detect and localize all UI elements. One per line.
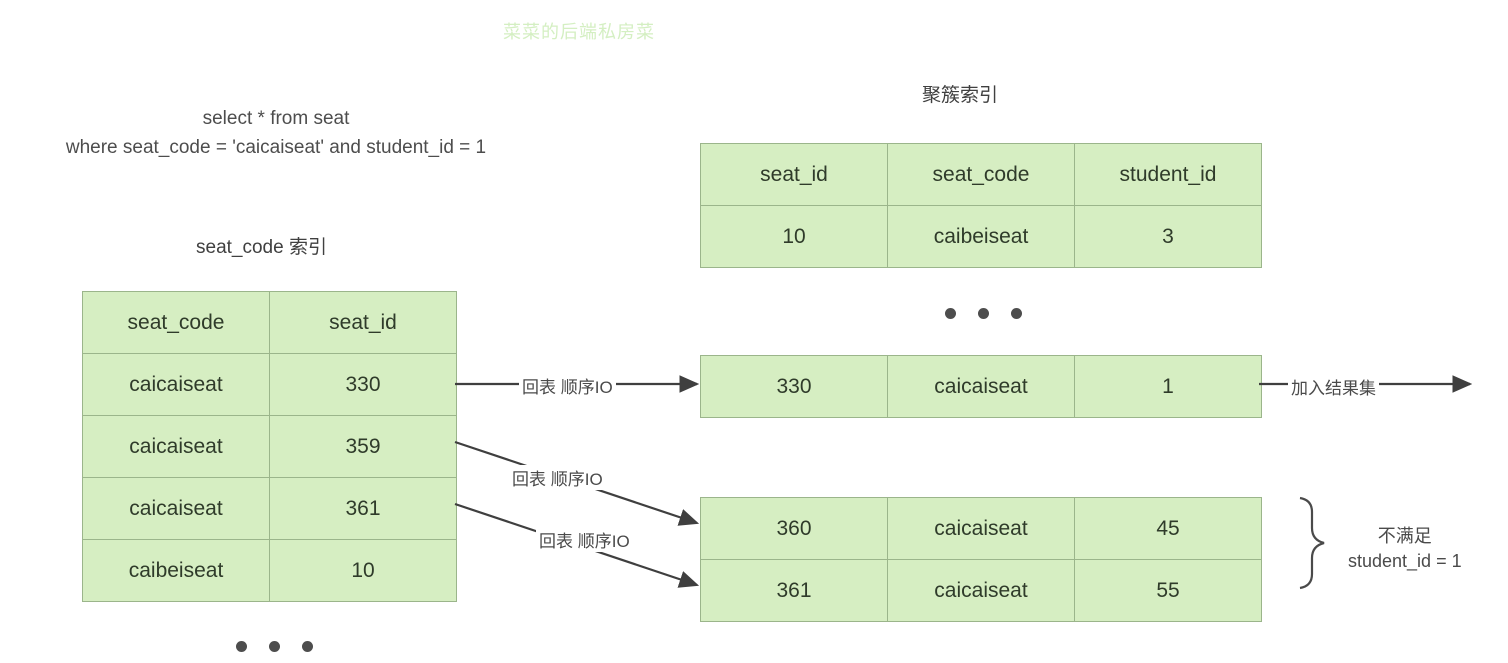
arrow-label-result-set: 加入结果集 (1288, 374, 1379, 399)
column-header-seat-code: seat_code (887, 143, 1075, 206)
table-row: 360 caicaiseat 45 (700, 497, 1262, 560)
cell-seat-code: caicaiseat (82, 415, 270, 478)
arrow-label-lookup-2: 回表 顺序IO (509, 465, 606, 490)
cell-seat-code: caicaiseat (82, 353, 270, 416)
table-row: caibeiseat 10 (82, 539, 457, 602)
cell-seat-id: 10 (700, 205, 888, 268)
ellipsis-icon (945, 308, 1022, 319)
arrow-label-lookup-3: 回表 顺序IO (536, 527, 633, 552)
cell-student-id: 1 (1074, 355, 1262, 418)
column-header-seat-id: seat_id (269, 291, 457, 354)
arrow-label-lookup-1: 回表 顺序IO (519, 373, 616, 398)
cell-student-id: 3 (1074, 205, 1262, 268)
table-row: seat_code seat_id (82, 291, 457, 354)
clustered-unmatched-rows-table: 360 caicaiseat 45 361 caicaiseat 55 (700, 497, 1262, 622)
dot-icon (236, 641, 247, 652)
column-header-seat-id: seat_id (700, 143, 888, 206)
cell-seat-code: caicaiseat (887, 559, 1075, 622)
cell-seat-code: caicaiseat (82, 477, 270, 540)
clustered-index-table: seat_id seat_code student_id 10 caibeise… (700, 143, 1262, 268)
unmatched-annotation-line-2: student_id = 1 (1348, 551, 1462, 571)
cell-seat-code: caibeiseat (82, 539, 270, 602)
secondary-index-table: seat_code seat_id caicaiseat 330 caicais… (82, 291, 457, 602)
dot-icon (1011, 308, 1022, 319)
clustered-index-caption: 聚簇索引 (922, 85, 999, 106)
column-header-student-id: student_id (1074, 143, 1262, 206)
cell-seat-id: 361 (700, 559, 888, 622)
table-row: seat_id seat_code student_id (700, 143, 1262, 206)
cell-seat-id: 330 (700, 355, 888, 418)
cell-seat-id: 359 (269, 415, 457, 478)
unmatched-annotation: 不满足 student_id = 1 (1348, 524, 1462, 574)
brace-icon (1299, 496, 1325, 590)
cell-seat-id: 330 (269, 353, 457, 416)
table-row: 10 caibeiseat 3 (700, 205, 1262, 268)
dot-icon (978, 308, 989, 319)
sql-query-block: select * from seat where seat_code = 'ca… (36, 104, 516, 162)
cell-seat-code: caicaiseat (887, 355, 1075, 418)
table-row: caicaiseat 361 (82, 477, 457, 540)
sql-query-line-1: select * from seat (202, 108, 350, 129)
column-header-seat-code: seat_code (82, 291, 270, 354)
cell-student-id: 55 (1074, 559, 1262, 622)
table-row: 330 caicaiseat 1 (700, 355, 1262, 418)
dot-icon (269, 641, 280, 652)
table-row: caicaiseat 330 (82, 353, 457, 416)
cell-student-id: 45 (1074, 497, 1262, 560)
clustered-matched-row-table: 330 caicaiseat 1 (700, 355, 1262, 418)
dot-icon (302, 641, 313, 652)
table-row: 361 caicaiseat 55 (700, 559, 1262, 622)
dot-icon (945, 308, 956, 319)
table-row: caicaiseat 359 (82, 415, 457, 478)
cell-seat-id: 10 (269, 539, 457, 602)
sql-query-line-2: where seat_code = 'caicaiseat' and stude… (65, 137, 487, 158)
ellipsis-icon (236, 641, 313, 652)
cell-seat-id: 360 (700, 497, 888, 560)
cell-seat-code: caicaiseat (887, 497, 1075, 560)
cell-seat-id: 361 (269, 477, 457, 540)
secondary-index-caption: seat_code 索引 (196, 237, 327, 258)
watermark-text: 菜菜的后端私房菜 (503, 22, 655, 42)
cell-seat-code: caibeiseat (887, 205, 1075, 268)
unmatched-annotation-line-1: 不满足 (1377, 526, 1432, 546)
